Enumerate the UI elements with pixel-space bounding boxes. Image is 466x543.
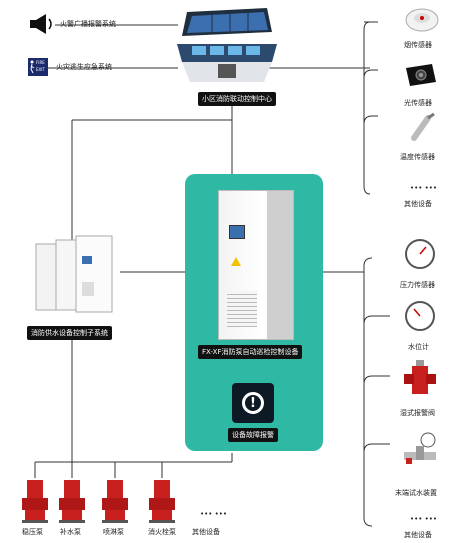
pump-label-sprinkler: 喷淋泵 bbox=[103, 528, 124, 536]
water-level-label: 水位计 bbox=[408, 343, 429, 351]
smoke-sensor-label: 烟传感器 bbox=[404, 41, 432, 49]
pump-icon bbox=[102, 480, 128, 523]
running-man-icon bbox=[30, 60, 35, 74]
other-device-label: 其他设备 bbox=[404, 200, 432, 208]
control-center-label: 小区消防联动控制中心 bbox=[198, 92, 276, 106]
fire-exit-sign: FIRE EXIT bbox=[28, 58, 48, 76]
end-test-device-label: 末端试水装置 bbox=[395, 489, 437, 497]
fire-exit-line-1: FIRE bbox=[36, 60, 45, 65]
cabinet-warning-icon bbox=[231, 257, 241, 266]
alarm-icon: ! bbox=[242, 392, 264, 414]
emergency-lighting-label: 火灾逃生应急系统 bbox=[56, 63, 112, 71]
fault-alarm-box: ! bbox=[232, 383, 274, 423]
smoke-detector-icon bbox=[405, 8, 439, 32]
water-supply-cabinets bbox=[35, 235, 113, 313]
other-device-label-right: 其他设备 bbox=[404, 531, 432, 539]
fault-alarm-label: 设备故障报警 bbox=[228, 428, 278, 442]
pressure-gauge-icon bbox=[405, 239, 435, 269]
controller-label: FX-XF消防泵自动巡检控制设备 bbox=[198, 345, 303, 359]
wet-alarm-valve-label: 湿式报警阀 bbox=[400, 409, 435, 417]
wet-alarm-valve-icon bbox=[404, 360, 436, 394]
cabinet-screen bbox=[229, 225, 245, 239]
pump-icon bbox=[59, 480, 85, 523]
pump-other-dots: ••• ••• bbox=[200, 510, 227, 518]
pump-other-label: 其他设备 bbox=[192, 528, 220, 536]
cabinet-vent bbox=[227, 291, 257, 327]
temperature-sensor-icon bbox=[411, 112, 435, 141]
cabinet-side bbox=[267, 191, 293, 339]
pressure-sensor-label: 压力传感器 bbox=[400, 281, 435, 289]
pump-label-replenish: 补水泵 bbox=[60, 528, 81, 536]
pump-label-stabilizer: 稳压泵 bbox=[22, 528, 43, 536]
water-level-gauge-icon bbox=[405, 301, 435, 331]
pump-icon bbox=[149, 480, 175, 523]
light-sensor-icon bbox=[406, 64, 436, 86]
other-device-dots: ••• ••• bbox=[410, 184, 437, 192]
fire-exit-line-2: EXIT bbox=[36, 67, 45, 72]
pump-icon bbox=[22, 480, 48, 523]
pump-label-hydrant: 消火栓泵 bbox=[148, 528, 176, 536]
light-sensor-label: 光传感器 bbox=[404, 99, 432, 107]
water-supply-label: 消防供水设备控制子系统 bbox=[27, 326, 112, 340]
temperature-sensor-label: 温度传感器 bbox=[400, 153, 435, 161]
end-test-valve-icon bbox=[404, 432, 436, 464]
other-device-dots-right: ••• ••• bbox=[410, 515, 437, 523]
controller-cabinet bbox=[218, 190, 294, 340]
alarm-broadcast-label: 火警广播报警系统 bbox=[60, 20, 116, 28]
control-center-desk bbox=[177, 8, 277, 82]
speaker-icon bbox=[30, 14, 52, 34]
